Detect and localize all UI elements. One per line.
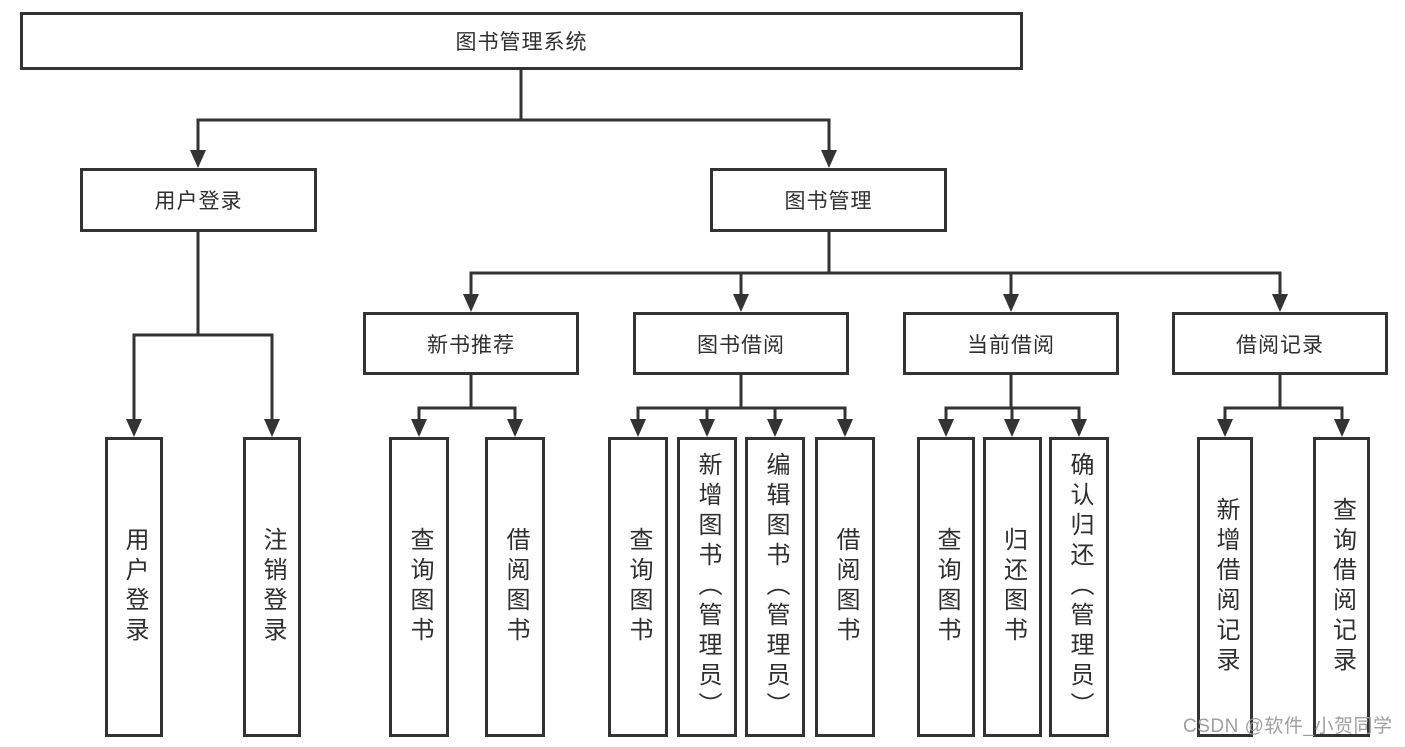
arrowhead-icon: [507, 419, 523, 437]
arrowhead-icon: [1334, 419, 1350, 437]
watermark-text: CSDN @软件_小贺同学: [1183, 716, 1393, 737]
node-leaf-query-borrow-record: 查询借阅记录: [1313, 437, 1370, 737]
arrowhead-icon: [733, 294, 749, 312]
arrowhead-icon: [938, 419, 954, 437]
node-leaf-query-book-2: 查询图书: [608, 437, 668, 737]
node-leaf-confirm-return-admin: 确认归还（管理员）: [1049, 437, 1109, 737]
arrowhead-icon: [126, 419, 142, 437]
node-new-book-recommend: 新书推荐: [363, 312, 579, 375]
node-leaf-query-book-3: 查询图书: [917, 437, 975, 737]
connector-newbook-to-children: [411, 375, 523, 437]
connector-login-to-children: [126, 232, 280, 437]
node-root: 图书管理系统: [20, 12, 1023, 70]
arrowhead-icon: [463, 294, 479, 312]
connector-borrow-to-children: [630, 375, 853, 437]
node-leaf-add-borrow-record: 新增借阅记录: [1197, 437, 1253, 737]
arrowhead-icon: [1272, 294, 1288, 312]
connector-root-to-level1: [190, 70, 837, 168]
node-leaf-edit-book-admin: 编辑图书（管理员）: [745, 437, 805, 737]
node-user-login: 用户登录: [80, 168, 317, 232]
node-book-borrow: 图书借阅: [633, 312, 849, 375]
arrowhead-icon: [1004, 419, 1020, 437]
node-leaf-add-book-admin: 新增图书（管理员）: [677, 437, 737, 737]
arrowhead-icon: [699, 419, 715, 437]
connector-record-to-children: [1217, 375, 1350, 437]
arrowhead-icon: [837, 419, 853, 437]
arrowhead-icon: [767, 419, 783, 437]
node-leaf-borrow-book-2: 借阅图书: [815, 437, 875, 737]
arrowhead-icon: [821, 150, 837, 168]
arrowhead-icon: [1071, 419, 1087, 437]
node-leaf-borrow-book-1: 借阅图书: [485, 437, 545, 737]
node-leaf-user-login: 用户登录: [105, 437, 163, 737]
node-current-borrow: 当前借阅: [903, 312, 1119, 375]
arrowhead-icon: [1217, 419, 1233, 437]
node-leaf-return-book: 归还图书: [983, 437, 1042, 737]
arrowhead-icon: [1003, 294, 1019, 312]
node-book-manage: 图书管理: [710, 168, 947, 232]
node-leaf-query-book-1: 查询图书: [389, 437, 449, 737]
arrowhead-icon: [190, 150, 206, 168]
connector-current-to-children: [938, 375, 1087, 437]
arrowhead-icon: [264, 419, 280, 437]
connector-manage-to-sections: [463, 232, 1288, 312]
arrowhead-icon: [411, 419, 427, 437]
node-leaf-logout: 注销登录: [243, 437, 301, 737]
node-borrow-record: 借阅记录: [1172, 312, 1388, 375]
arrowhead-icon: [630, 419, 646, 437]
